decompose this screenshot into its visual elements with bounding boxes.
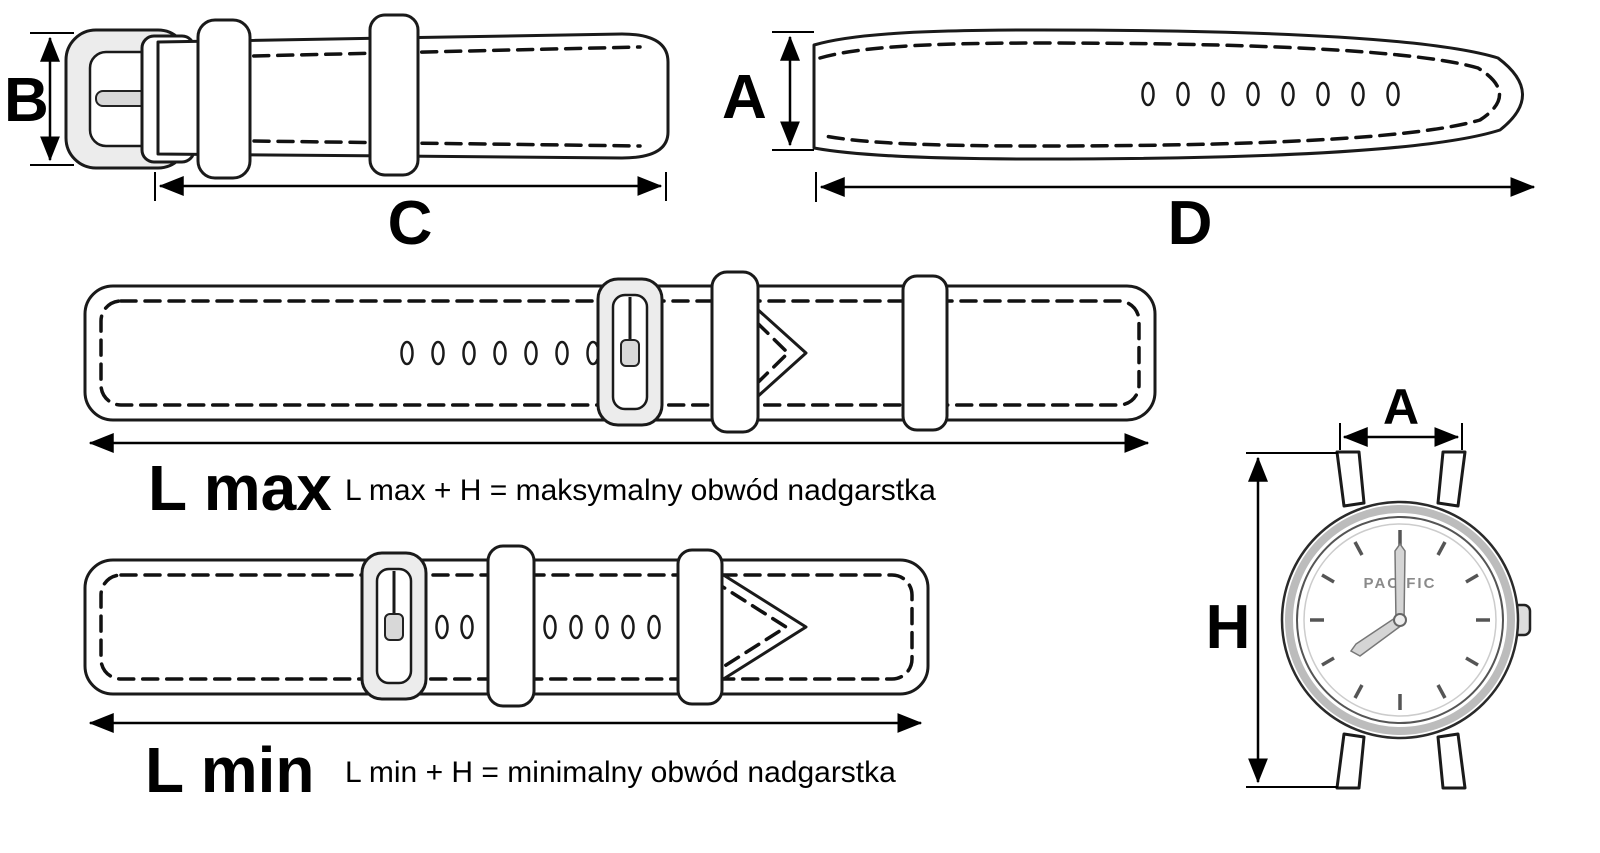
label-A-watch: A xyxy=(1383,379,1419,435)
keeper-loop xyxy=(486,544,536,708)
strap-holes xyxy=(1141,81,1400,107)
stitching xyxy=(818,41,1502,148)
l-max-formula: L max + H = maksymalny obwód nadgarstka xyxy=(345,474,936,507)
label-C: C xyxy=(388,189,433,258)
dimension-D: D xyxy=(815,172,1536,258)
watch-diagram: PACIFIC A H xyxy=(1206,379,1532,790)
buckle xyxy=(360,551,428,701)
label-B: B xyxy=(4,66,49,135)
l-max-diagram: L max L max + H = maksymalny obwód nadga… xyxy=(83,270,1157,524)
label-L-min: L min xyxy=(145,734,315,806)
keeper-loop xyxy=(710,270,760,434)
hour-markers xyxy=(1310,530,1490,710)
dimension-L-min: L min L min + H = minimalny obwód nadgar… xyxy=(88,713,923,806)
watch-lugs xyxy=(1335,450,1467,790)
tail-piece-diagram: A D xyxy=(722,28,1536,258)
buckle-prong xyxy=(384,613,404,641)
buckle xyxy=(596,277,664,427)
strap-holes xyxy=(400,340,600,366)
label-L-max: L max xyxy=(148,452,332,524)
label-D: D xyxy=(1168,189,1213,258)
dimension-C: C xyxy=(154,172,667,258)
keeper-loop xyxy=(901,274,949,432)
dimension-B: B xyxy=(4,32,74,166)
dimension-A-watch: A xyxy=(1339,379,1463,450)
keeper-loop xyxy=(368,13,420,177)
dimension-L-max: L max L max + H = maksymalny obwód nadga… xyxy=(88,433,1150,524)
buckle-prong xyxy=(620,339,640,367)
label-H: H xyxy=(1206,593,1251,662)
label-A-strap: A xyxy=(722,63,767,132)
buckle-piece-diagram: B C xyxy=(4,13,670,258)
l-min-diagram: L min L min + H = minimalny obwód nadgar… xyxy=(83,544,930,806)
strap-body xyxy=(812,28,1524,161)
tip-stitching xyxy=(710,578,790,676)
dimension-A-strap: A xyxy=(722,31,814,151)
keeper-loop xyxy=(196,18,252,180)
watch-hands xyxy=(1349,542,1407,657)
strap-holes xyxy=(435,614,661,640)
dimension-H: H xyxy=(1206,452,1338,788)
l-min-formula: L min + H = minimalny obwód nadgarstka xyxy=(345,756,896,789)
keeper-loop xyxy=(676,548,724,706)
